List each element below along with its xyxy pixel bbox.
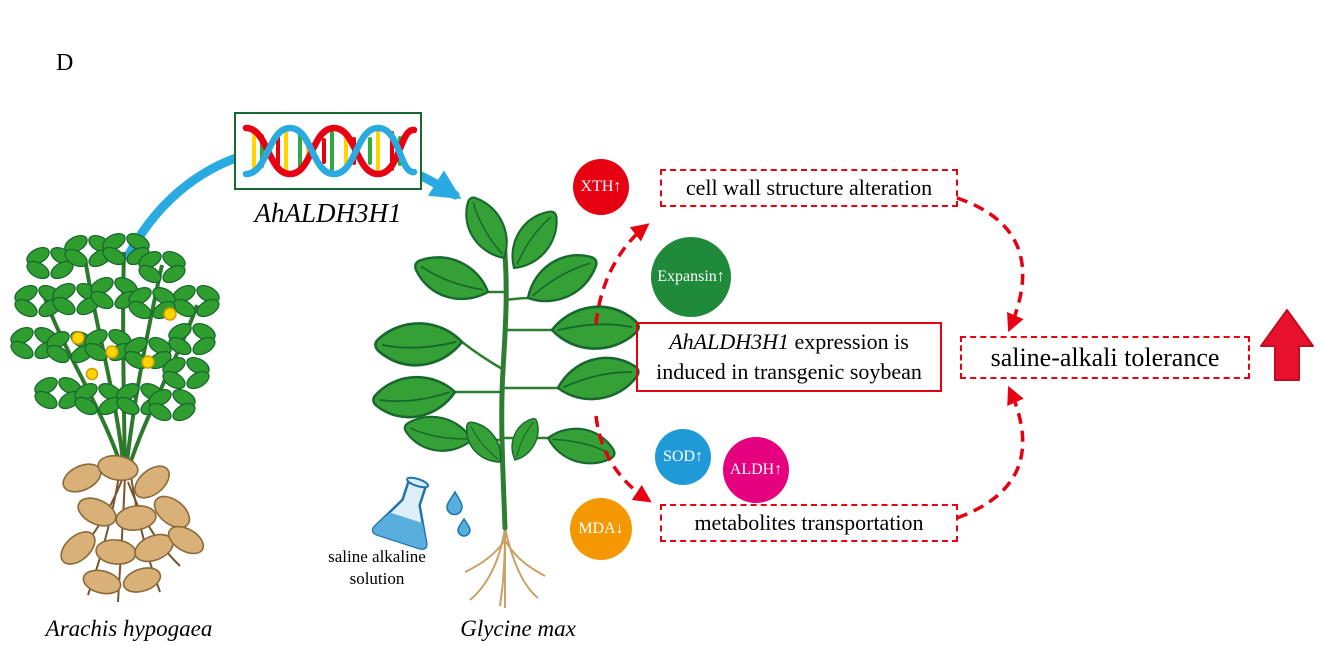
expression-statement-box: AhALDH3H1 expression is induced in trans… bbox=[636, 322, 942, 392]
soybean-roots bbox=[464, 527, 546, 608]
treatment-label-line1: saline alkaline bbox=[328, 547, 426, 566]
cell-wall-alteration-box: cell wall structure alteration bbox=[660, 169, 958, 207]
dna-gene-box bbox=[234, 112, 422, 190]
red-dashed-arrow-to-cell-wall bbox=[594, 223, 650, 325]
cell-wall-alteration-text: cell wall structure alteration bbox=[685, 175, 933, 200]
treatment-label-line2: solution bbox=[349, 569, 405, 589]
peanut-leaves bbox=[7, 229, 223, 425]
saline-alkali-tolerance-box: saline-alkali tolerance bbox=[960, 336, 1250, 379]
marker-label-mda: MDA↓ bbox=[578, 520, 624, 537]
soybean-plant-illustration bbox=[371, 189, 643, 608]
peanut-plant-illustration bbox=[7, 229, 223, 603]
marker-label-sod: SOD↑ bbox=[662, 448, 703, 465]
soybean-stem bbox=[499, 239, 509, 531]
tolerance-up-arrow-icon bbox=[1260, 309, 1314, 381]
marker-circle-expansin: Expansin↑ bbox=[651, 237, 731, 317]
metabolites-transportation-box: metabolites transportation bbox=[660, 504, 958, 542]
metabolites-transportation-text: metabolites transportation bbox=[694, 510, 924, 535]
marker-circle-mda: MDA↓ bbox=[570, 498, 632, 560]
treatment-label: saline alkaline solution bbox=[316, 546, 438, 590]
marker-circle-aldh: ALDH↑ bbox=[723, 437, 789, 503]
saline-alkali-tolerance-text: saline-alkali tolerance bbox=[990, 342, 1220, 372]
expression-statement-line2: induced in transgenic soybean bbox=[656, 359, 922, 384]
marker-circle-xth: XTH↑ bbox=[573, 159, 629, 215]
marker-circle-sod: SOD↑ bbox=[655, 429, 711, 485]
gene-name-label: AhALDH3H1 bbox=[254, 198, 402, 228]
expression-gene-name: AhALDH3H1 bbox=[669, 329, 789, 355]
peanut-flowers bbox=[71, 307, 177, 381]
peanut-pods bbox=[60, 454, 205, 595]
panel-label: D bbox=[56, 50, 74, 76]
soybean-branches bbox=[455, 290, 558, 442]
expression-line1-rest: expression is bbox=[789, 329, 909, 355]
marker-label-aldh: ALDH↑ bbox=[729, 461, 783, 478]
target-plant-name: Glycine max bbox=[460, 616, 576, 641]
dna-helix-icon bbox=[242, 124, 418, 178]
flask-icon bbox=[371, 476, 430, 550]
expression-statement-line1: AhALDH3H1 expression is bbox=[669, 327, 909, 357]
red-dashed-arrow-to-metabolites bbox=[594, 415, 652, 503]
source-plant-name: Arachis hypogaea bbox=[45, 616, 213, 641]
marker-label-xth: XTH↑ bbox=[580, 178, 622, 195]
marker-label-expansin: Expansin↑ bbox=[657, 268, 725, 285]
water-drop-icons bbox=[446, 490, 471, 537]
red-dashed-arrow-metabolites-to-tolerance bbox=[956, 385, 1025, 520]
red-dashed-arrow-cell-wall-to-tolerance bbox=[956, 196, 1025, 333]
